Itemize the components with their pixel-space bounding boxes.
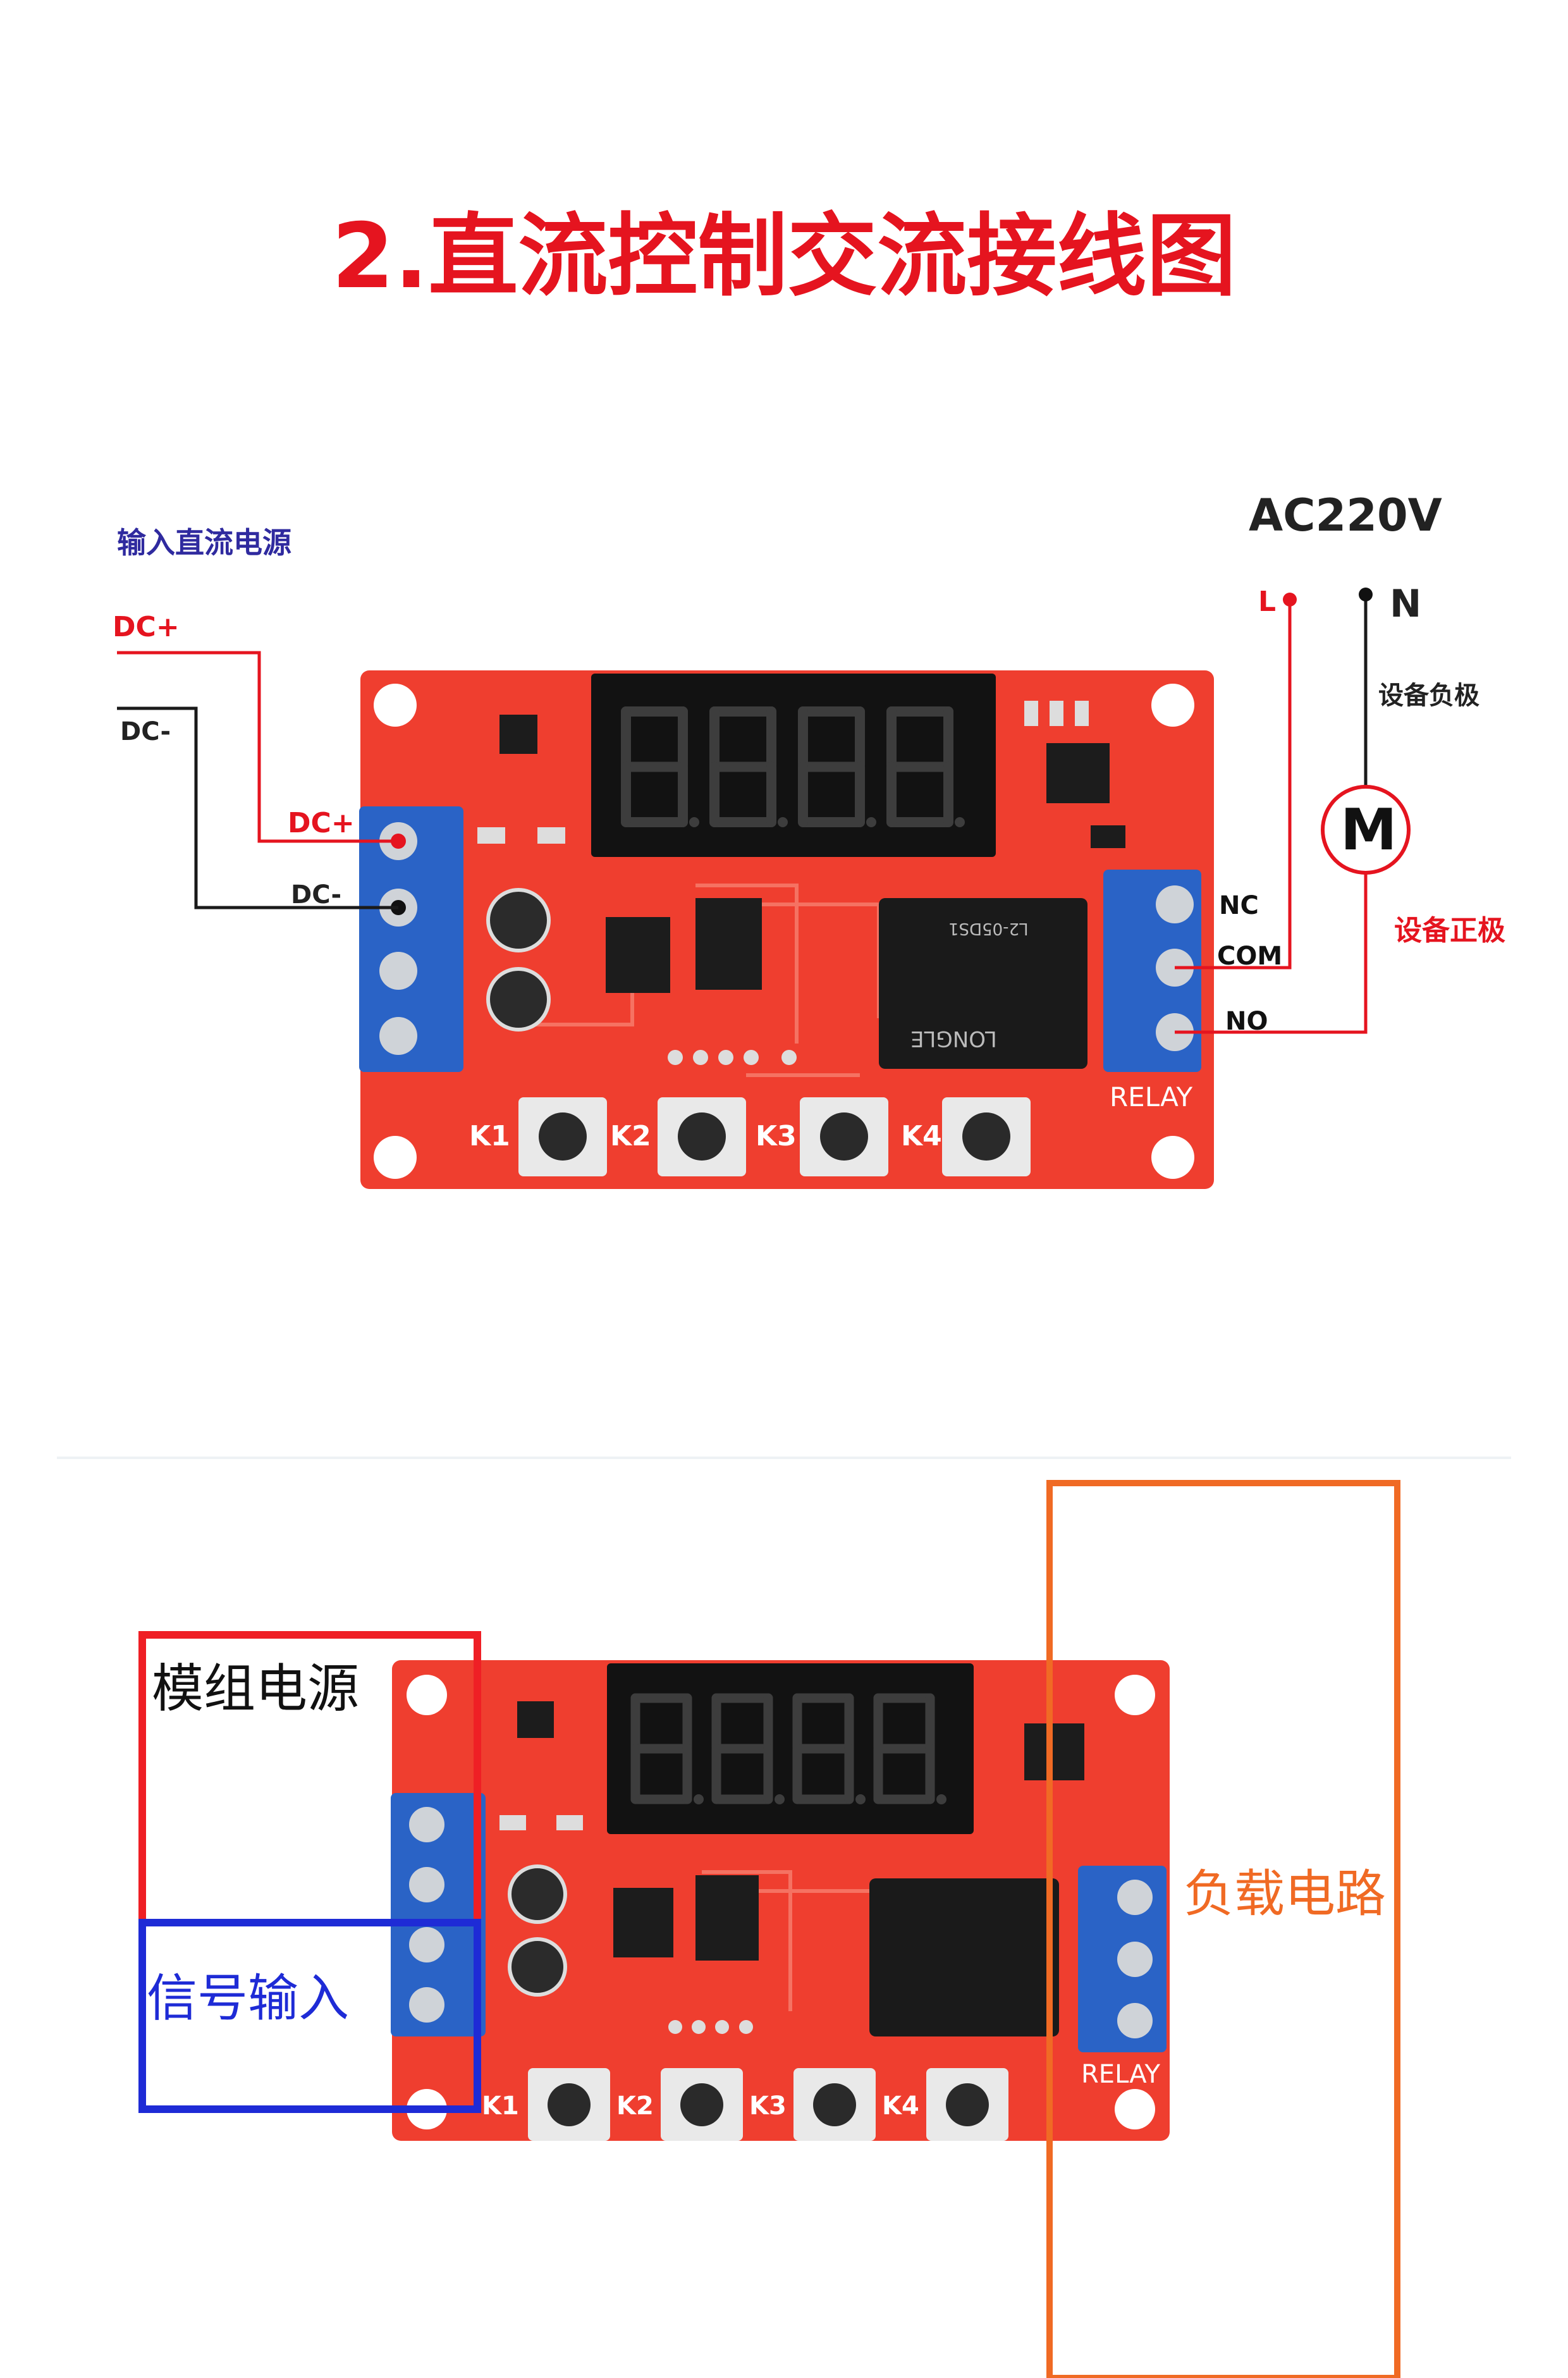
- load-positive-label: 设备正极: [1394, 915, 1505, 947]
- relay-label-2: RELAY: [1081, 2060, 1160, 2089]
- decimal-point: [955, 817, 965, 827]
- neutral-label: N: [1390, 582, 1422, 626]
- decimal-point: [694, 1794, 704, 1804]
- decimal-point: [936, 1794, 946, 1804]
- key-k2-label: K2: [610, 1120, 651, 1152]
- ac220v-label: AC220V: [1249, 490, 1442, 541]
- decimal-point: [778, 817, 788, 827]
- page-title: 2.直流控制交流接线图: [331, 204, 1237, 309]
- decimal-point: [689, 817, 699, 827]
- motor-label: M: [1340, 797, 1397, 863]
- decimal-point: [855, 1794, 866, 1804]
- module-power-label: 模组电源: [152, 1659, 360, 1719]
- signal-input-box: [138, 1919, 481, 2113]
- pcb-board-1: [359, 670, 1214, 1189]
- load-negative-label: 设备负极: [1378, 681, 1479, 710]
- com-label: COM: [1217, 942, 1283, 971]
- seven-segment-display-1: [621, 706, 965, 827]
- key2-k2-label: K2: [616, 2092, 654, 2121]
- seven-segment-display-2: [630, 1693, 946, 1804]
- key2-k1-label: K1: [482, 2092, 519, 2121]
- dc-minus-left-label: DC-: [120, 717, 171, 746]
- key-k1-label: K1: [469, 1120, 510, 1152]
- dc-minus-terminal-label: DC-: [291, 880, 342, 909]
- key2-k3-label: K3: [749, 2092, 787, 2121]
- key2-k4-label: K4: [882, 2092, 919, 2121]
- input-dc-label: 输入直流电源: [117, 526, 291, 560]
- dc-plus-terminal-label: DC+: [288, 807, 355, 839]
- load-circuit-label: 负载电路: [1184, 1864, 1386, 1923]
- no-label: NO: [1225, 1007, 1268, 1036]
- wiring-1: [117, 598, 1368, 1034]
- key-k3-label: K3: [756, 1120, 797, 1152]
- relay-label-1: RELAY: [1110, 1081, 1193, 1112]
- dc-plus-left-label: DC+: [113, 611, 180, 643]
- load-circuit-box: [1046, 1480, 1400, 2378]
- motor-symbol: [1321, 785, 1411, 875]
- live-label: L: [1258, 586, 1277, 618]
- relay-brand-text: LONGLE: [910, 1026, 997, 1051]
- key-k4-label: K4: [901, 1120, 942, 1152]
- pcb-board-2: [391, 1660, 1170, 2141]
- signal-input-label: 信号输入: [147, 1969, 349, 2028]
- decimal-point: [775, 1794, 785, 1804]
- decimal-point: [866, 817, 876, 827]
- nc-label: NC: [1219, 891, 1259, 920]
- relay-model-text: L2-05DS1: [948, 919, 1029, 938]
